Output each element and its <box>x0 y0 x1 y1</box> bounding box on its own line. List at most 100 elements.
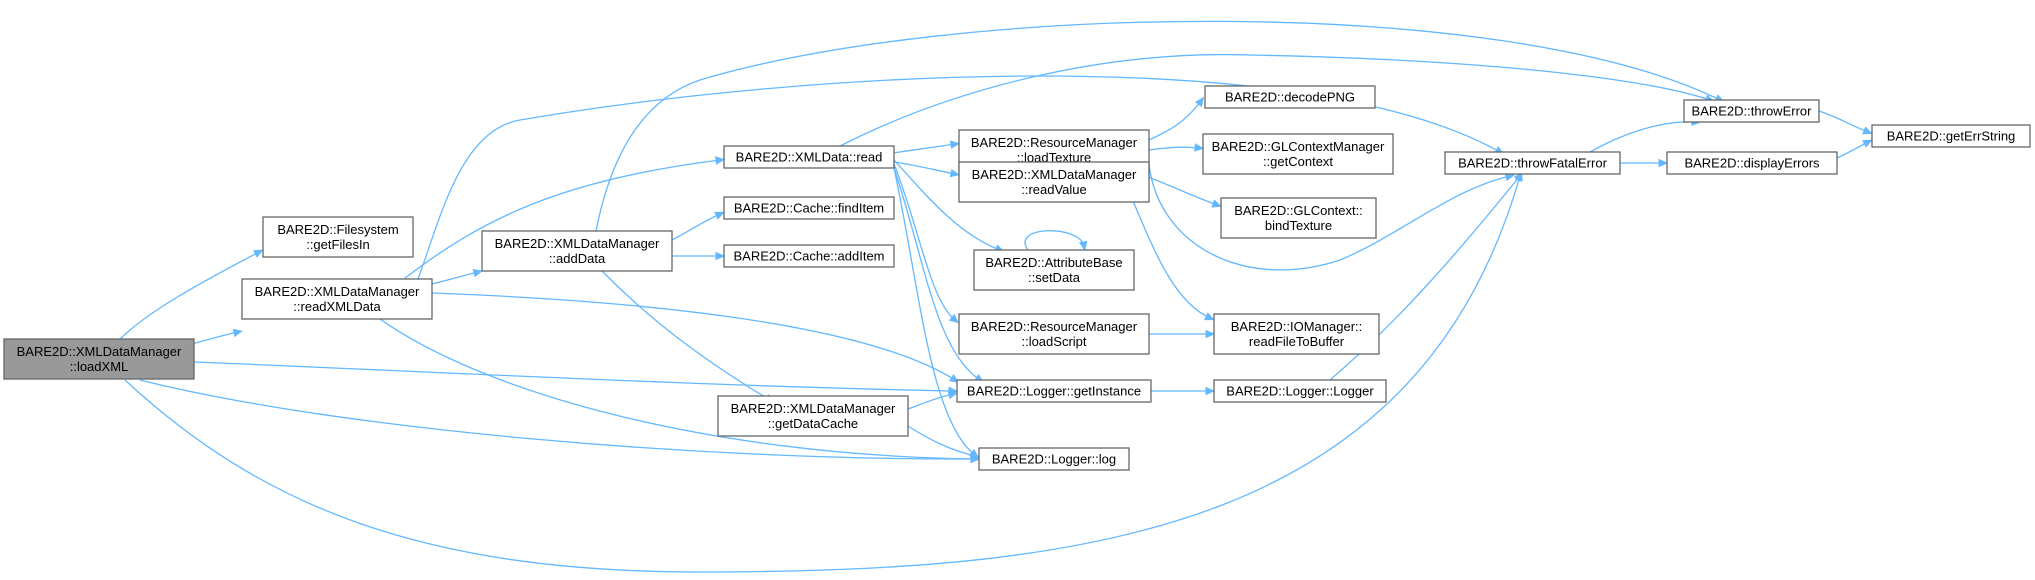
node-get-files-in[interactable]: BARE2D::Filesystem::getFilesIn <box>262 216 414 258</box>
node-add-item[interactable]: BARE2D::Cache::addItem <box>723 244 895 268</box>
node-read-xmldata[interactable]: BARE2D::XMLDataManager::readXMLData <box>241 278 433 320</box>
node-label-line: BARE2D::GLContextManager <box>1212 139 1385 154</box>
node-decode-png[interactable]: BARE2D::decodePNG <box>1204 85 1376 109</box>
node-label-line: ::getFilesIn <box>306 237 370 252</box>
edge-line <box>1329 175 1521 381</box>
edge-getInstance-to-loggerCtor <box>1151 386 1216 396</box>
edge-line <box>379 318 976 460</box>
edge-line <box>139 379 976 460</box>
edge-line <box>907 393 954 410</box>
edge-line <box>1024 230 1085 251</box>
edge-line <box>893 167 976 456</box>
edge-line <box>893 159 1001 251</box>
node-label-line: ::readValue <box>1021 182 1087 197</box>
node-get-err-string[interactable]: BARE2D::getErrString <box>1871 124 2031 148</box>
node-label-line: readFileToBuffer <box>1249 334 1345 349</box>
node-set-data[interactable]: BARE2D::AttributeBase::setData <box>973 249 1135 291</box>
node-label-line: ::loadXML <box>70 359 129 374</box>
edge-XMLDataRead-to-loadTexture <box>893 140 961 154</box>
node-box[interactable] <box>723 196 895 220</box>
node-label-line: BARE2D::XMLDataManager <box>495 236 660 251</box>
node-logger-ctor[interactable]: BARE2D::Logger::Logger <box>1213 379 1387 403</box>
arrowhead-icon <box>1205 386 1216 396</box>
node-box[interactable] <box>1666 151 1838 175</box>
edge-getDataCache-to-getInstance <box>907 390 959 410</box>
node-box[interactable] <box>723 244 895 268</box>
node-box[interactable] <box>1220 197 1377 239</box>
node-display-errors[interactable]: BARE2D::displayErrors <box>1666 151 1838 175</box>
edge-setData-to-setData <box>1024 230 1088 252</box>
edge-line <box>119 251 260 340</box>
edge-line <box>893 163 956 321</box>
node-label-line: BARE2D::ResourceManager <box>971 319 1138 334</box>
node-label-line: BARE2D::Logger::log <box>992 452 1116 467</box>
node-box[interactable] <box>723 145 895 169</box>
node-label-line: BARE2D::XMLData::read <box>736 150 883 165</box>
arrowhead-icon <box>472 268 484 278</box>
nodes-layer: BARE2D::XMLDataManager::loadXML BARE2D::F… <box>3 85 2031 471</box>
node-box[interactable] <box>3 338 195 380</box>
node-box[interactable] <box>958 161 1150 203</box>
node-box[interactable] <box>1213 379 1387 403</box>
node-box[interactable] <box>717 395 909 437</box>
node-box[interactable] <box>1683 99 1820 123</box>
edge-readXMLData-to-getInstance <box>431 292 960 383</box>
arrowhead-icon <box>1078 240 1088 252</box>
edge-line <box>403 159 721 280</box>
node-label-line: ::getContext <box>1263 154 1333 169</box>
edge-line <box>893 161 956 175</box>
node-find-item[interactable]: BARE2D::Cache::findItem <box>723 196 895 220</box>
node-box[interactable] <box>1202 133 1394 175</box>
node-label-line: BARE2D::XMLDataManager <box>731 401 896 416</box>
node-read-value[interactable]: BARE2D::XMLDataManager::readValue <box>958 161 1150 203</box>
arrowhead-icon <box>1194 143 1205 152</box>
node-box[interactable] <box>1204 85 1376 109</box>
edge-line <box>1589 121 1697 153</box>
edge-line <box>1148 164 1511 271</box>
arrowhead-icon <box>1658 158 1669 168</box>
arrowhead-icon <box>949 140 961 149</box>
node-throw-fatal-error[interactable]: BARE2D::throwFatalError <box>1444 151 1621 175</box>
node-box[interactable] <box>1213 313 1380 355</box>
node-get-instance[interactable]: BARE2D::Logger::getInstance <box>956 379 1152 403</box>
node-load-xml[interactable]: BARE2D::XMLDataManager::loadXML <box>3 338 195 380</box>
edge-readXMLData-to-log <box>379 318 981 464</box>
node-label-line: ::setData <box>1028 270 1081 285</box>
node-add-data[interactable]: BARE2D::XMLDataManager::addData <box>481 230 673 272</box>
arrowhead-icon <box>1862 139 1873 148</box>
node-label-line: BARE2D::throwError <box>1692 104 1813 119</box>
edge-loadXML-to-readXMLData <box>191 328 244 345</box>
node-xmldata-read[interactable]: BARE2D::XMLData::read <box>723 145 895 169</box>
node-label-line: BARE2D::Cache::addItem <box>733 249 884 264</box>
edge-throwFatalError-to-displayErrors <box>1620 158 1669 168</box>
node-bind-texture[interactable]: BARE2D::GLContext::bindTexture <box>1220 197 1377 239</box>
node-box[interactable] <box>1444 151 1621 175</box>
node-label-line: BARE2D::displayErrors <box>1684 156 1820 171</box>
node-read-file-to-buffer[interactable]: BARE2D::IOManager::readFileToBuffer <box>1213 313 1380 355</box>
node-log[interactable]: BARE2D::Logger::log <box>978 447 1130 471</box>
node-box[interactable] <box>481 230 673 272</box>
node-box[interactable] <box>978 447 1130 471</box>
node-load-script[interactable]: BARE2D::ResourceManager::loadScript <box>958 313 1150 355</box>
edge-line <box>893 143 956 154</box>
node-throw-error[interactable]: BARE2D::throwError <box>1683 99 1820 123</box>
edge-line <box>671 213 721 241</box>
arrowhead-icon <box>1862 126 1873 135</box>
node-box[interactable] <box>956 379 1152 403</box>
edge-line <box>1818 110 1869 133</box>
arrowhead-icon <box>969 450 981 460</box>
node-box[interactable] <box>241 278 433 320</box>
node-get-context[interactable]: BARE2D::GLContextManager::getContext <box>1202 133 1394 175</box>
node-get-data-cache[interactable]: BARE2D::XMLDataManager::getDataCache <box>717 395 909 437</box>
arrowhead-icon <box>1211 199 1222 208</box>
node-box[interactable] <box>1871 124 2031 148</box>
edge-line <box>1836 141 1869 159</box>
edge-line <box>124 175 1521 573</box>
arrowhead-icon <box>949 168 961 178</box>
node-box[interactable] <box>973 249 1135 291</box>
node-box[interactable] <box>958 313 1150 355</box>
node-box[interactable] <box>262 216 414 258</box>
edge-line <box>839 53 1711 147</box>
edge-line <box>191 331 239 345</box>
